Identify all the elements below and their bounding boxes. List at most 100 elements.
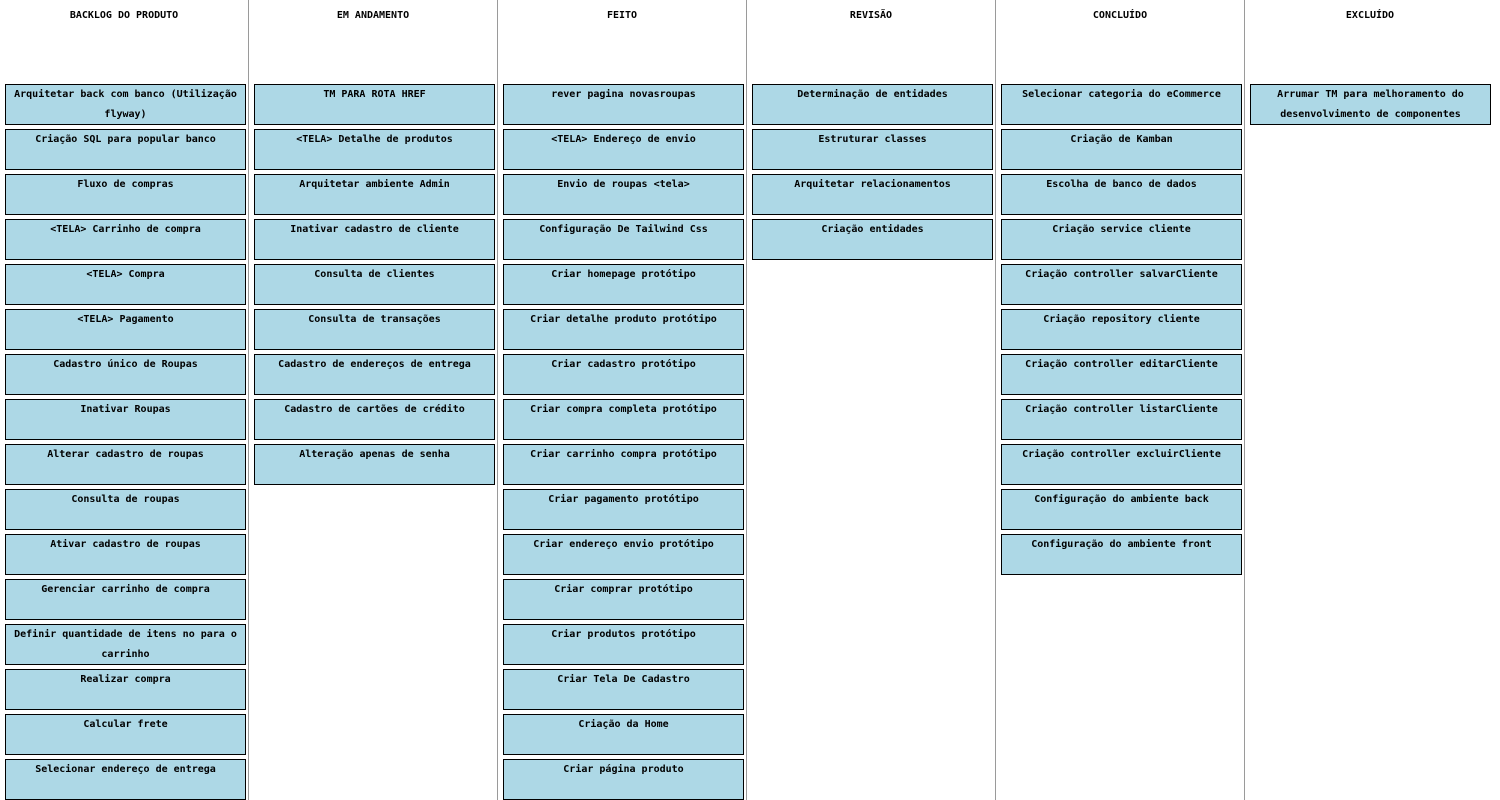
kanban-card[interactable]: Criar página produto [503,759,744,800]
kanban-card[interactable]: Alteração apenas de senha [254,444,495,485]
kanban-card[interactable]: Criar cadastro protótipo [503,354,744,395]
kanban-card[interactable]: Arquitetar relacionamentos [752,174,993,215]
kanban-card[interactable]: Criar produtos protótipo [503,624,744,665]
card-title: Criação controller excluirCliente [1022,449,1221,460]
card-title: Criar página produto [563,764,684,775]
kanban-card[interactable]: Criar endereço envio protótipo [503,534,744,575]
kanban-card[interactable]: Selecionar endereço de entrega [5,759,246,800]
card-title: Escolha de banco de dados [1046,179,1197,190]
kanban-card[interactable]: Escolha de banco de dados [1001,174,1242,215]
card-title: Arquitetar back com banco (Utilização fl… [14,89,237,120]
card-title: Consulta de transações [308,314,441,325]
kanban-card[interactable]: Configuração do ambiente front [1001,534,1242,575]
kanban-card[interactable]: Selecionar categoria do eCommerce [1001,84,1242,125]
card-title: <TELA> Pagamento [77,314,174,325]
kanban-card[interactable]: rever pagina novasroupas [503,84,744,125]
kanban-card[interactable]: Criação de Kamban [1001,129,1242,170]
kanban-card[interactable]: <TELA> Compra [5,264,246,305]
kanban-card[interactable]: Criação controller editarCliente [1001,354,1242,395]
card-title: Cadastro de cartões de crédito [284,404,465,415]
kanban-card[interactable]: Configuração De Tailwind Css [503,219,744,260]
card-title: Alterar cadastro de roupas [47,449,204,460]
kanban-card[interactable]: Determinação de entidades [752,84,993,125]
kanban-card[interactable]: Criação controller excluirCliente [1001,444,1242,485]
card-title: Selecionar categoria do eCommerce [1022,89,1221,100]
card-title: Inativar cadastro de cliente [290,224,459,235]
kanban-card[interactable]: Estruturar classes [752,129,993,170]
kanban-card[interactable]: Arrumar TM para melhoramento do desenvol… [1250,84,1491,125]
kanban-card[interactable]: Criar comprar protótipo [503,579,744,620]
card-title: Configuração do ambiente front [1031,539,1212,550]
column-title: REVISÃO [849,10,893,21]
kanban-card[interactable]: Ativar cadastro de roupas [5,534,246,575]
kanban-card[interactable]: Arquitetar back com banco (Utilização fl… [5,84,246,125]
kanban-card[interactable]: Consulta de clientes [254,264,495,305]
kanban-card[interactable]: <TELA> Carrinho de compra [5,219,246,260]
card-title: <TELA> Compra [86,269,165,280]
column-title: BACKLOG DO PRODUTO [69,10,179,21]
card-title: Criação controller editarCliente [1025,359,1218,370]
kanban-card[interactable]: <TELA> Detalhe de produtos [254,129,495,170]
kanban-card[interactable]: Criar homepage protótipo [503,264,744,305]
card-title: Criar endereço envio protótipo [533,539,714,550]
kanban-card[interactable]: Criar detalhe produto protótipo [503,309,744,350]
kanban-card[interactable]: <TELA> Endereço de envio [503,129,744,170]
kanban-card[interactable]: Cadastro de cartões de crédito [254,399,495,440]
kanban-card[interactable]: Alterar cadastro de roupas [5,444,246,485]
card-title: Gerenciar carrinho de compra [41,584,210,595]
card-title: TM PARA ROTA HREF [323,89,426,100]
card-title: Criar pagamento protótipo [548,494,699,505]
kanban-card[interactable]: Calcular frete [5,714,246,755]
kanban-card[interactable]: TM PARA ROTA HREF [254,84,495,125]
kanban-card[interactable]: Gerenciar carrinho de compra [5,579,246,620]
card-title: Criar compra completa protótipo [530,404,717,415]
kanban-card[interactable]: Criação service cliente [1001,219,1242,260]
kanban-card[interactable]: Criação repository cliente [1001,309,1242,350]
kanban-card[interactable]: Fluxo de compras [5,174,246,215]
kanban-card[interactable]: Cadastro de endereços de entrega [254,354,495,395]
kanban-card[interactable]: <TELA> Pagamento [5,309,246,350]
card-title: Cadastro de endereços de entrega [278,359,471,370]
kanban-card[interactable]: Criação da Home [503,714,744,755]
card-title: Configuração do ambiente back [1034,494,1209,505]
kanban-card[interactable]: Arquitetar ambiente Admin [254,174,495,215]
kanban-card[interactable]: Criar Tela De Cadastro [503,669,744,710]
card-title: Estruturar classes [818,134,927,145]
card-title: Criar cadastro protótipo [551,359,696,370]
kanban-card[interactable]: Criar carrinho compra protótipo [503,444,744,485]
kanban-card[interactable]: Criação SQL para popular banco [5,129,246,170]
column-in-progress: EM ANDAMENTO TM PARA ROTA HREF<TELA> Det… [249,0,498,800]
card-title: Arrumar TM para melhoramento do desenvol… [1277,89,1464,120]
card-title: Criar comprar protótipo [554,584,693,595]
column-completed: CONCLUÍDO Selecionar categoria do eComme… [996,0,1245,800]
kanban-card[interactable]: Definir quantidade de itens no para o ca… [5,624,246,665]
kanban-card[interactable]: Criação controller salvarCliente [1001,264,1242,305]
kanban-card[interactable]: Configuração do ambiente back [1001,489,1242,530]
card-title: Definir quantidade de itens no para o ca… [14,629,237,660]
card-list: rever pagina novasroupas<TELA> Endereço … [503,84,744,800]
card-title: Realizar compra [80,674,171,685]
kanban-card[interactable]: Consulta de roupas [5,489,246,530]
kanban-card[interactable]: Criação entidades [752,219,993,260]
kanban-card[interactable]: Criar compra completa protótipo [503,399,744,440]
card-title: Criação controller listarCliente [1025,404,1218,415]
kanban-card[interactable]: Criar pagamento protótipo [503,489,744,530]
column-done: FEITO rever pagina novasroupas<TELA> End… [498,0,747,800]
card-list: Arrumar TM para melhoramento do desenvol… [1250,84,1491,129]
kanban-card[interactable]: Envio de roupas <tela> [503,174,744,215]
kanban-card[interactable]: Inativar Roupas [5,399,246,440]
kanban-card[interactable]: Inativar cadastro de cliente [254,219,495,260]
card-list: Arquitetar back com banco (Utilização fl… [5,84,246,800]
kanban-card[interactable]: Realizar compra [5,669,246,710]
kanban-card[interactable]: Cadastro único de Roupas [5,354,246,395]
card-title: Criação de Kamban [1070,134,1173,145]
card-title: Envio de roupas <tela> [557,179,690,190]
column-title: FEITO [606,10,638,21]
card-title: Alteração apenas de senha [299,449,450,460]
kanban-card[interactable]: Consulta de transações [254,309,495,350]
card-title: Inativar Roupas [80,404,171,415]
kanban-card[interactable]: Criação controller listarCliente [1001,399,1242,440]
